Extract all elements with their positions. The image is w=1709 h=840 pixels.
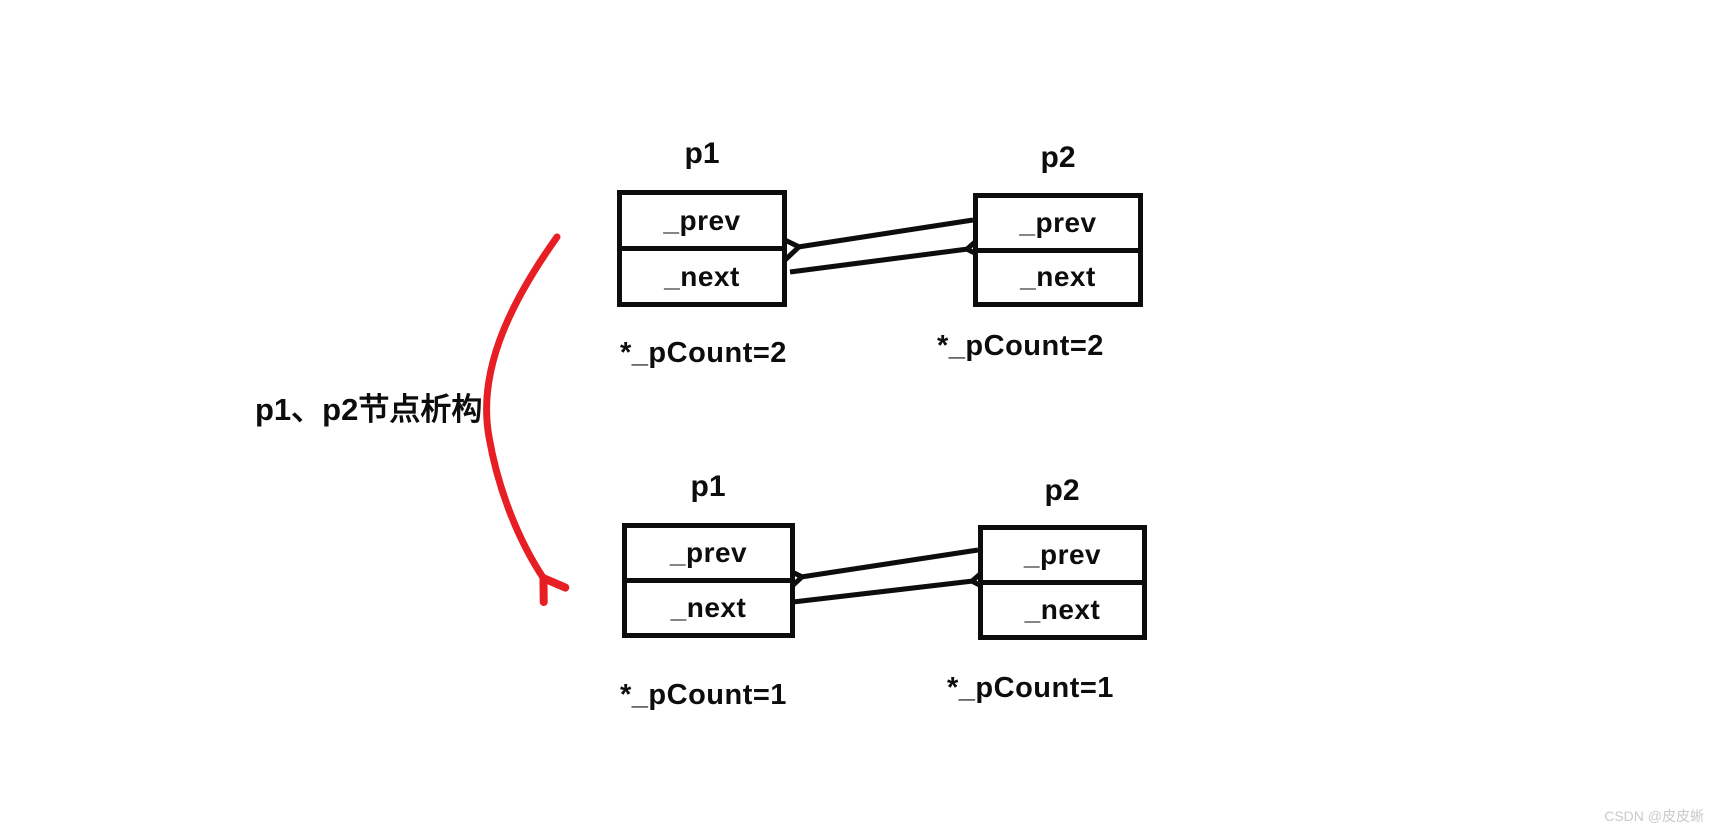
- arrow-top-p2prev-to-p1: [798, 217, 974, 247]
- field-next: _next: [664, 260, 740, 292]
- field-prev: _prev: [627, 528, 790, 583]
- arrow-top-p1next-to-p2: [789, 249, 968, 275]
- field-prev: _prev: [622, 195, 782, 251]
- node-title-p1-bottom: p1: [690, 470, 726, 503]
- watermark: CSDN @皮皮蜥: [1604, 808, 1704, 824]
- field-next: _next: [1024, 594, 1101, 625]
- count-label-p2-bottom: *_pCount=1: [947, 672, 1114, 704]
- field-prev: _prev: [983, 530, 1142, 585]
- count-label-p1-top: *_pCount=2: [620, 337, 787, 369]
- count-label-p2-top: *_pCount=2: [937, 330, 1104, 362]
- arrow-bottom-p2prev-to-p1: [801, 547, 979, 577]
- node-box-p1-top: _prev _next: [617, 190, 787, 307]
- count-label-p1-bottom: *_pCount=1: [620, 679, 787, 711]
- destruction-arrow: [483, 233, 557, 579]
- node-title-p2-top: p2: [1040, 141, 1076, 174]
- field-next: _next: [1020, 261, 1096, 293]
- node-box-p1-bottom: _prev _next: [622, 523, 795, 638]
- arrow-bottom-p1next-to-p2: [792, 581, 973, 605]
- node-box-p2-top: _prev _next: [973, 193, 1143, 307]
- node-title-p1-top: p1: [684, 137, 720, 170]
- field-prev: _prev: [978, 198, 1138, 253]
- annotation-label: p1、p2节点析构: [255, 392, 483, 427]
- node-box-p2-bottom: _prev _next: [978, 525, 1147, 640]
- node-title-p2-bottom: p2: [1044, 474, 1080, 507]
- field-next: _next: [670, 592, 747, 623]
